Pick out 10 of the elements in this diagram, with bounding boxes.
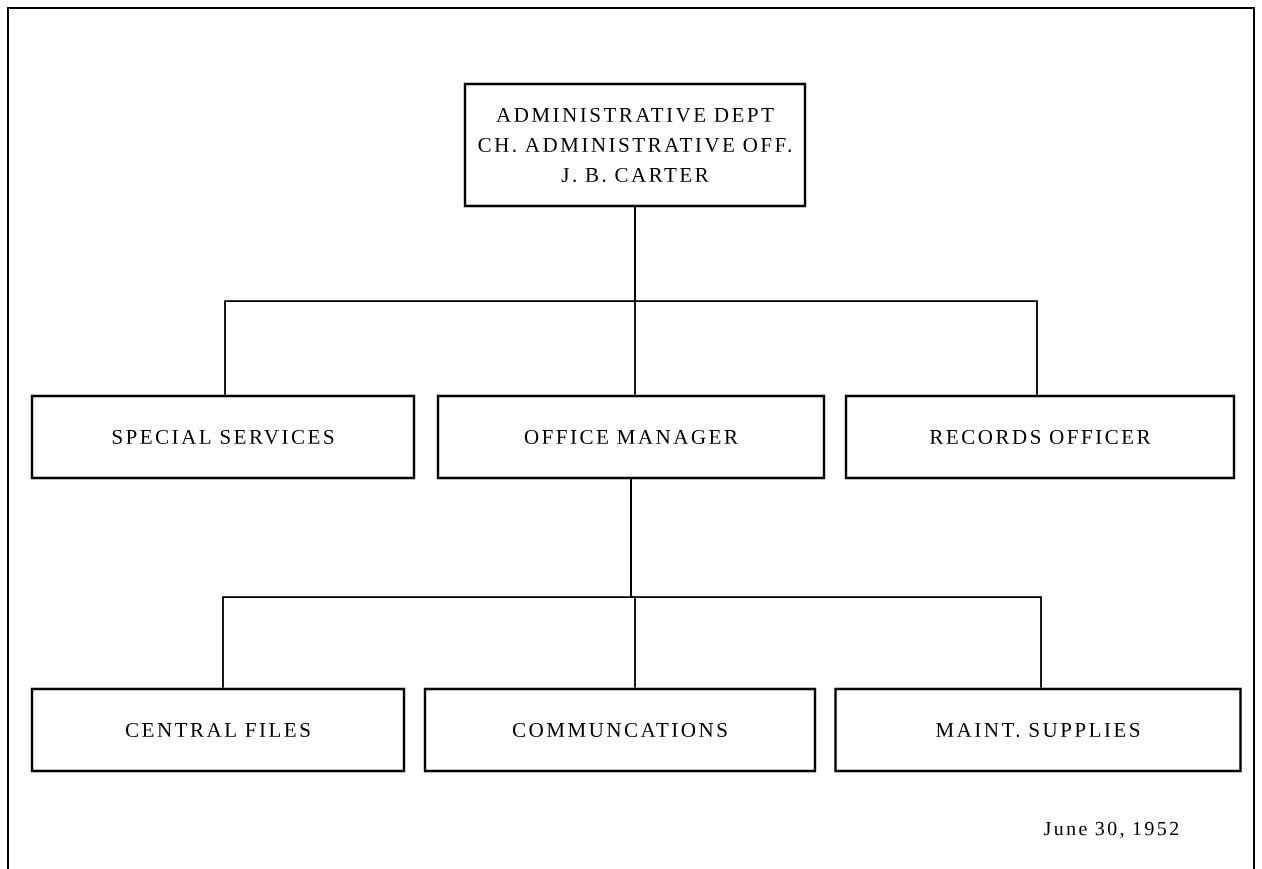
connector-line bbox=[634, 206, 1038, 396]
org-box: OFFICE MANAGER bbox=[436, 394, 826, 480]
org-box: SPECIAL SERVICES bbox=[30, 394, 416, 480]
connector-line bbox=[630, 478, 1042, 689]
org-box: RECORDS OFFICER bbox=[844, 394, 1236, 480]
org-box: COMMUNCATIONS bbox=[423, 687, 817, 773]
org-box: ADMINISTRATIVE DEPT CH. ADMINISTRATIVE OFF. J. B. CARTER bbox=[463, 82, 807, 208]
date-note: June 30, 1952 bbox=[1043, 821, 1179, 839]
org-box: CENTRAL FILES bbox=[30, 687, 406, 773]
org-box: MAINT. SUPPLIES bbox=[834, 687, 1242, 773]
